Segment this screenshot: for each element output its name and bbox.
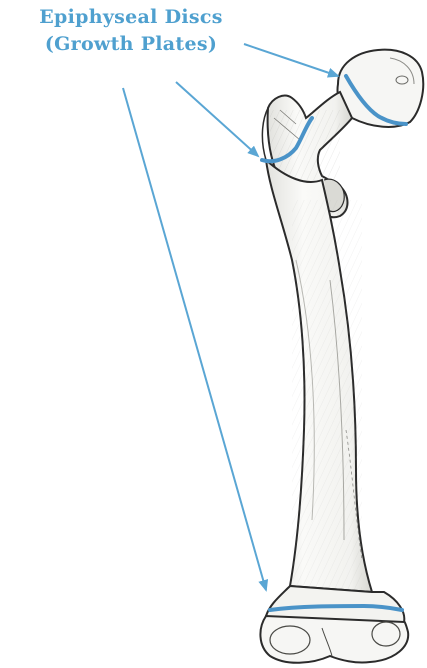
arrow-to-distal-plate: [123, 88, 266, 590]
femur-shaft: [266, 160, 372, 592]
arrow-to-trochanter-plate: [176, 82, 258, 156]
arrow-to-head-plate: [244, 44, 338, 76]
femur-distal-end: [260, 586, 408, 663]
